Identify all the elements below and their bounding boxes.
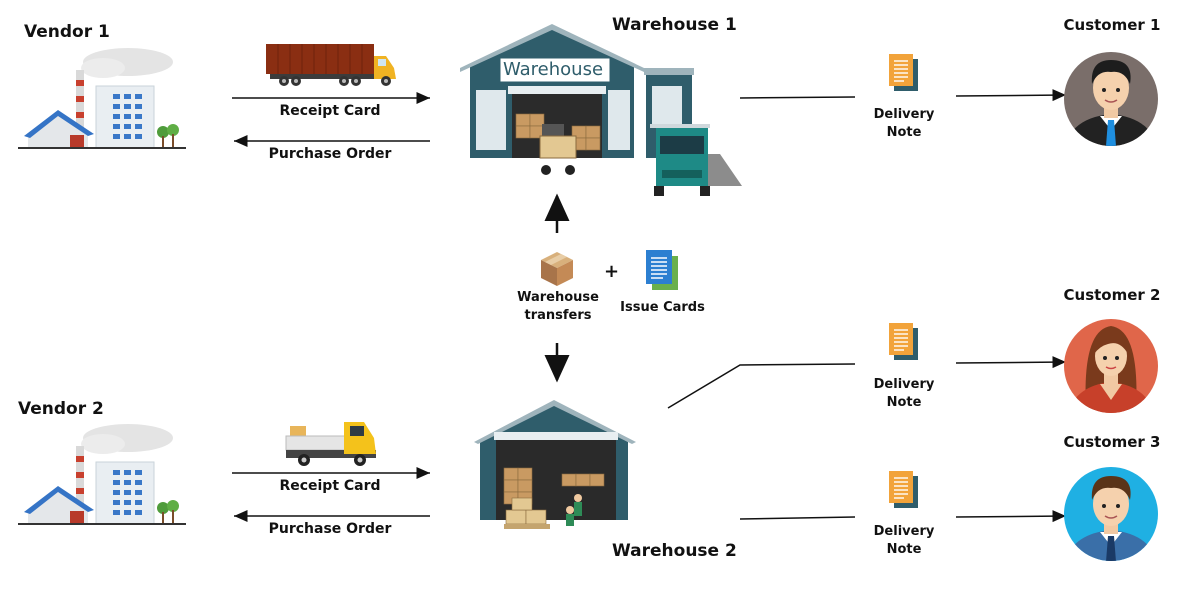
delivery-note-1-icon (889, 54, 918, 91)
customer-1-avatar-icon (1064, 52, 1158, 146)
transfer-label-line1: Warehouse (517, 290, 599, 305)
delivery-note-1-label: Delivery Note (864, 106, 944, 142)
vendor-1-title: Vendor 1 (24, 22, 110, 42)
customer-3-avatar-icon (1064, 467, 1158, 561)
customer-3-title: Customer 3 (1063, 433, 1161, 451)
note-to-customer-2 (955, 356, 1067, 369)
w1-to-note-line (739, 96, 856, 99)
delivery-note-3-label: Delivery Note (864, 523, 944, 559)
delivery-note-2-line2: Note (886, 395, 922, 410)
delivery-note-3-line1: Delivery (873, 524, 935, 539)
w2-to-note3-line (739, 516, 856, 520)
plus-sign: + (604, 261, 620, 282)
warehouse-1-sign: Warehouse (503, 59, 604, 80)
customer-1-title: Customer 1 (1063, 16, 1161, 34)
vendor-1-receipt-label: Receipt Card (279, 103, 381, 119)
delivery-note-2-icon (889, 323, 918, 360)
transfer-label: Warehouse transfers (508, 289, 608, 325)
delivery-note-1-line2: Note (886, 125, 922, 140)
customer-2-title: Customer 2 (1063, 286, 1161, 304)
delivery-note-3-line2: Note (886, 542, 922, 557)
note-to-customer-3 (955, 510, 1067, 523)
vendor-1-purchase-label: Purchase Order (268, 146, 392, 162)
note-to-customer-1 (955, 89, 1067, 102)
delivery-note-1-line1: Delivery (873, 107, 935, 122)
transfer-label-line2: transfers (524, 308, 592, 323)
vendor-2-purchase-label: Purchase Order (268, 521, 392, 537)
warehouse-2-title: Warehouse 2 (612, 541, 737, 561)
delivery-note-3-icon (889, 471, 918, 508)
warehouse-1-title: Warehouse 1 (612, 15, 737, 35)
issue-cards-label: Issue Cards (620, 300, 705, 315)
w2-to-note2-line (667, 363, 856, 409)
vendor-2-receipt-label: Receipt Card (279, 478, 381, 494)
vendor-2-title: Vendor 2 (18, 399, 104, 419)
customer-2-avatar-icon (1064, 319, 1158, 413)
delivery-note-2-label: Delivery Note (864, 376, 944, 412)
delivery-note-2-line1: Delivery (873, 377, 935, 392)
